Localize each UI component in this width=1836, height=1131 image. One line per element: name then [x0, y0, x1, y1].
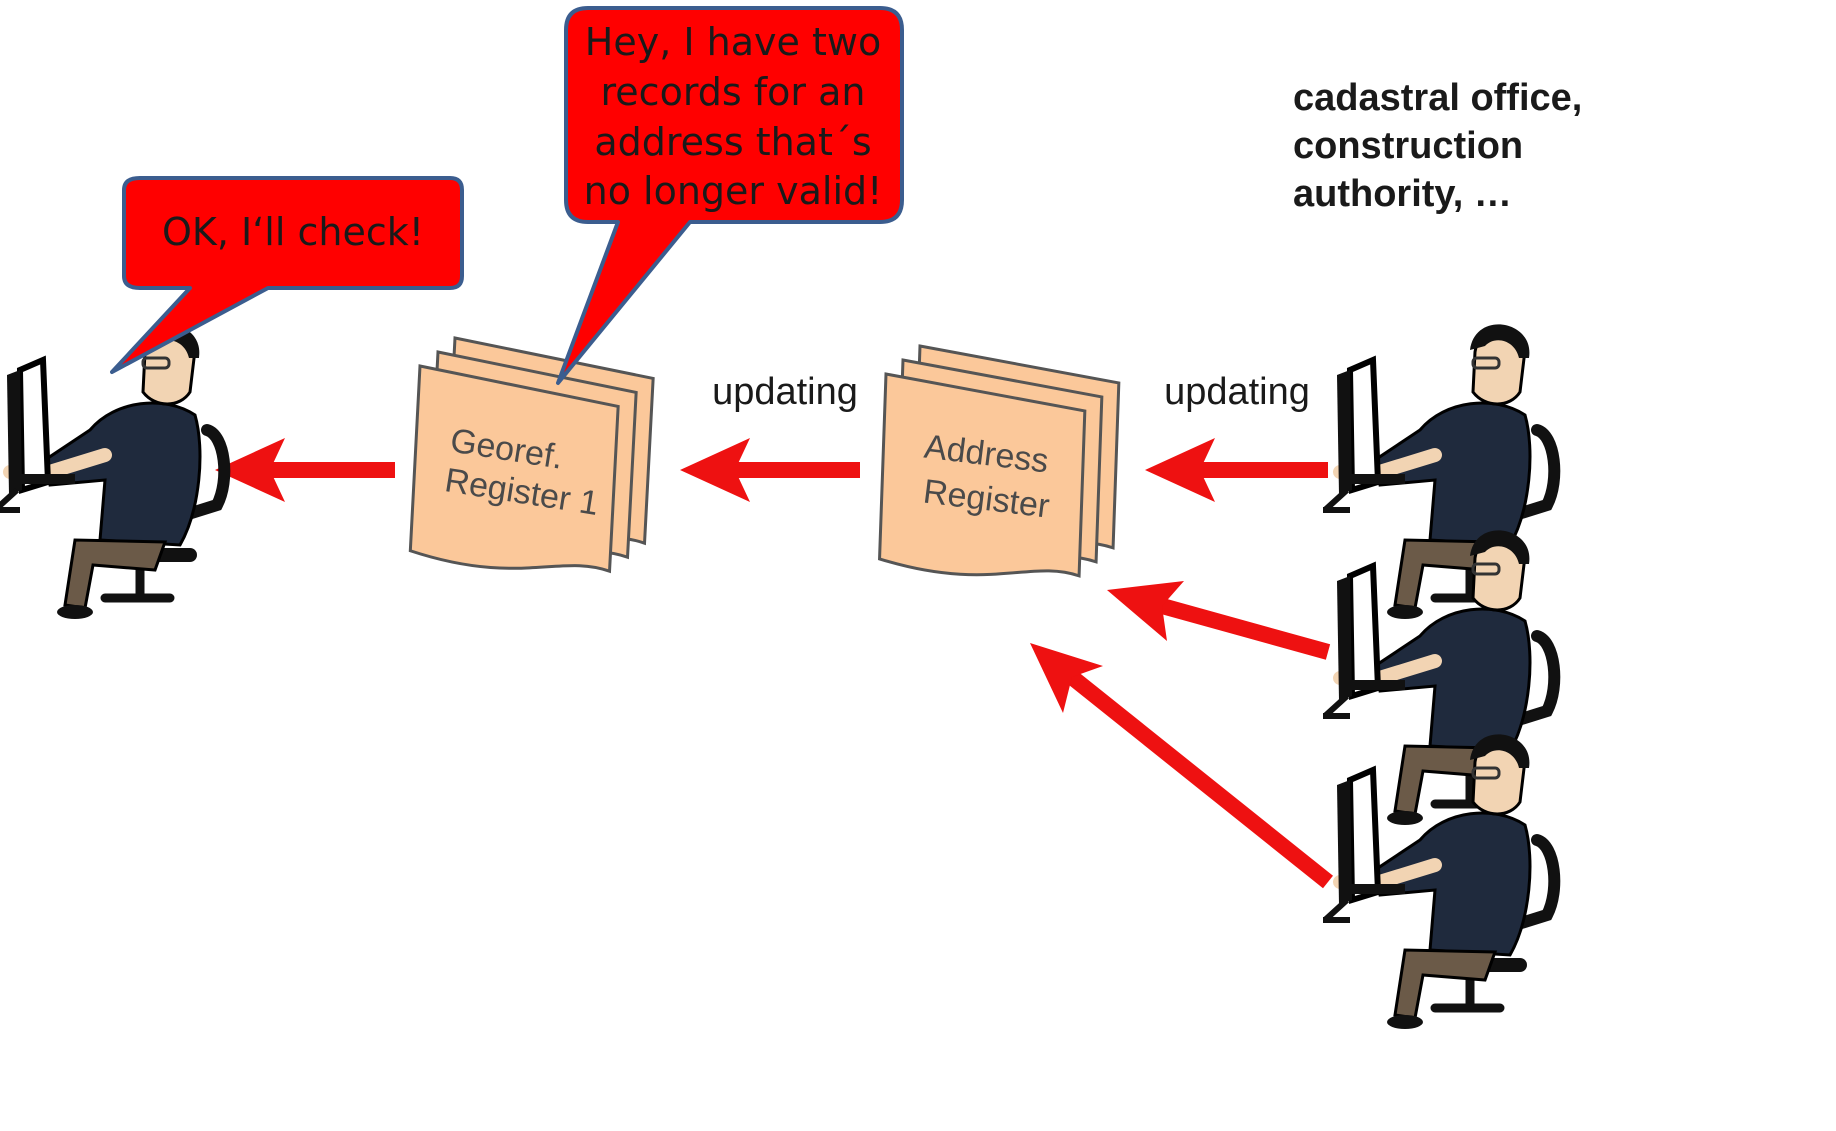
speech-bubble-user-text: OK, I‘ll check! — [162, 210, 424, 254]
speech-bubble-georef-line3: address that´s — [594, 120, 871, 164]
georef-register-document: Georef. Register 1 — [408, 336, 657, 576]
speech-bubble-georef-line1: Hey, I have two — [585, 20, 881, 64]
arrow-source2-to-address — [1107, 581, 1331, 660]
speech-bubble-georef-line4: no longer valid! — [584, 169, 883, 213]
arrow-address-to-georef — [680, 438, 860, 502]
address-register-document: Address Register — [877, 344, 1122, 580]
speech-bubble-user: OK, I‘ll check! — [110, 176, 464, 374]
updating-label-right: updating — [1164, 371, 1310, 413]
sources-label-line2: construction — [1293, 125, 1523, 167]
speech-bubble-georef-line2: records for an — [601, 70, 866, 114]
sources-label: cadastral office, construction authority… — [1293, 77, 1582, 215]
arrow-source3-to-address — [1030, 643, 1333, 889]
updating-label-left: updating — [712, 371, 858, 413]
arrow-georef-to-user — [215, 438, 395, 502]
speech-bubble-georef: Hey, I have two records for an address t… — [556, 6, 904, 385]
arrow-source1-to-address — [1145, 438, 1328, 502]
sources-label-line1: cadastral office, — [1293, 77, 1582, 119]
sources-label-line3: authority, … — [1293, 173, 1512, 215]
person-at-computer-icon-source-3 — [1323, 734, 1554, 1029]
person-at-computer-icon-user — [0, 324, 224, 619]
